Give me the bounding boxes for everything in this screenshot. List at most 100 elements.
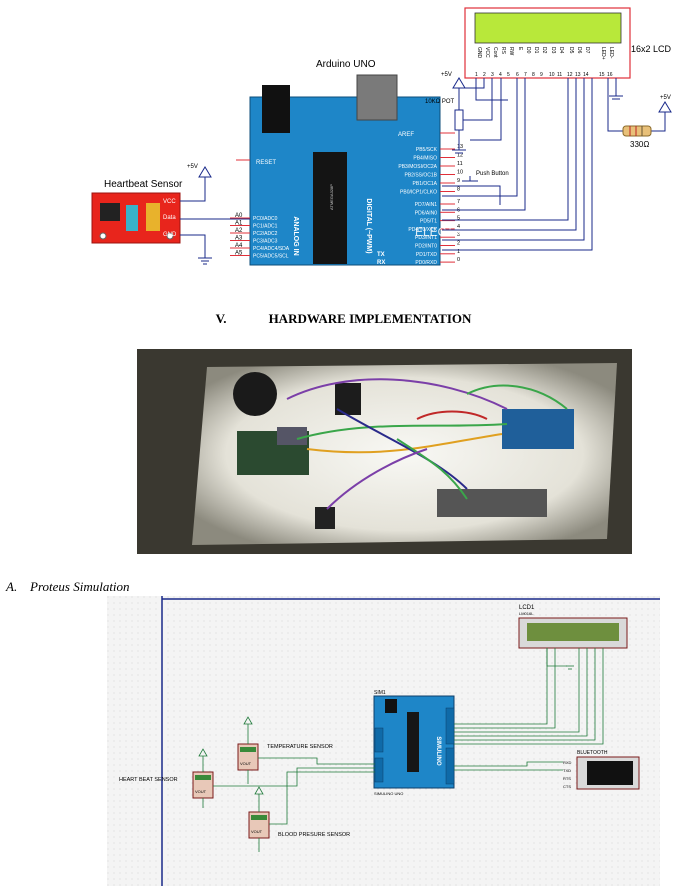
push-button: Push Button [460,171,509,187]
lcd-pin-label: D4 [558,47,564,54]
lcd-pin-label: D5 [568,47,574,54]
lcd-pin-number: 7 [524,72,527,78]
analog-pin-label: A3 [235,236,243,242]
analog-pin-label: A0 [235,213,243,219]
digital-pin-number: 0 [457,257,460,263]
lcd-title: 16x2 LCD [631,44,672,54]
temp-vout-label: VOUT [240,761,252,766]
digital-pin-func: PB0/ICP1/CLKO [400,190,437,196]
bt-pin-cts: CTS [563,784,571,789]
lcd-pin-number: 12 [567,72,573,78]
usb-jack [262,85,290,133]
pushbutton-label: Push Button [476,171,509,177]
digital-pin-func: PB4/MISO [413,156,437,162]
pot-label: 10KΩ POT [425,99,454,105]
digital-pin-number: 7 [457,199,460,205]
digital-pin-func: PD1/TXD [416,252,438,258]
arduino-board: Arduino UNO ATMEGA328P ANALOG IN DIGITAL… [230,59,526,266]
analog-pin-func: PC3/ADC3 [253,239,278,245]
subsection-heading: A.Proteus Simulation [6,579,130,595]
heart-vout-label: VOUT [195,789,207,794]
digital-pin-func: PB3/MOSI/OC2A [398,164,437,170]
lcd-pin-number: 13 [575,72,581,78]
lcd-pin-number: 16 [607,72,613,78]
sensor-pin-gnd: GND [163,232,177,238]
lcd-pin-label: D2 [541,47,547,54]
usb-connector [356,74,398,121]
bt-pin-txd: TXD [563,768,571,773]
resistor-330 [622,125,652,137]
digital-label: DIGITAL (~PWM) [365,198,372,253]
led-vcc-label: +5V [660,95,671,101]
bt-pin-rxd: RXD [563,760,572,765]
sensor-pin-data: Data [163,215,176,221]
digital-pin-func: PB2/SS/OC1B [404,173,437,179]
analog-pin-func: PC4/ADC4/SDA [253,246,290,252]
sensor-vcc-label: +5V [187,164,198,170]
lcd-module: 16x2 LCD GND1VCC2Cont3RS4RW5E6D07D18D29D… [464,7,672,79]
analog-pin-label: A2 [235,228,243,234]
proteus-bluetooth: BLUETOOTH RXD TXD RTS CTS [563,750,640,790]
photo-buzzer [233,372,277,416]
digital-pin-func: PD5/T1 [420,219,437,225]
tx-label: TX [377,252,385,258]
watermark-text: ELECTRONICSHUB [415,225,526,239]
lcd-pin-number: 10 [549,72,555,78]
digital-pin-func: PD3/INT1 [415,235,437,241]
proteus-arduino-brand: SIMULINO [435,736,441,766]
hardware-photo [137,349,632,554]
analog-pin-label: A1 [235,221,243,227]
digital-pin-number: 1 [457,249,460,255]
subsection-letter: A. [6,579,18,594]
proteus-lcd: LCD1 LM016L [518,605,628,649]
analog-in-label: ANALOG IN [292,216,299,255]
digital-pin-number: 4 [457,224,460,230]
digital-pin-func: PD6/AIN0 [415,210,437,216]
lcd-pin-label: RS [500,47,506,55]
bp-sensor-label: BLOOD PRESURE SENSOR [278,832,350,838]
lcd-pin-label: D3 [550,47,556,54]
bp-vout-label: VOUT [251,829,263,834]
proteus-lcd-part: LM016L [519,611,534,616]
bluetooth-label: BLUETOOTH [577,750,608,756]
digital-pin-func: PD2/INT0 [415,244,437,250]
digital-pin-func: PB5/SCK [416,147,438,153]
lcd-pin-label: RW [508,47,514,56]
lcd-pin-label: D0 [525,47,531,54]
proteus-wires [202,648,604,852]
proteus-lcd-ref: LCD1 [519,605,535,611]
circuit-schematic: 16x2 LCD GND1VCC2Cont3RS4RW5E6D07D18D29D… [91,7,672,266]
lcd-pin-label: LED- [608,47,614,59]
digital-pin-number: 9 [457,178,460,184]
digital-pin-number: 10 [457,170,463,176]
lcd-pin-label: Cont [492,47,498,58]
heartbeat-sensor: Heartbeat Sensor VCC Data GND +5V [91,164,250,265]
analog-pin-func: PC1/ADC1 [253,224,278,230]
pot-vcc-label: +5V [441,72,452,78]
digital-pin-number: 3 [457,232,460,238]
digital-pin-func: PD7/AIN1 [415,202,437,208]
lcd-pin-number: 4 [499,72,502,78]
proteus-arduino: SIM1 SIMULINO SIMULINO UNO [373,690,455,796]
lcd-pin-label: D1 [533,47,539,54]
digital-pin-func: PD0/RXD [415,260,437,266]
analog-pin-label: A4 [235,243,243,249]
rx-label: RX [377,260,385,266]
photo-lcd [437,489,547,517]
aref-label: AREF [398,132,414,138]
sensor-pin-vcc: VCC [163,199,176,205]
proteus-arduino-ref: SIM1 [374,690,386,696]
digital-pin-number: 13 [457,144,463,150]
lcd-pin-label: D6 [576,47,582,54]
lcd-pin-number: 6 [516,72,519,78]
digital-pin-number: 2 [457,241,460,247]
lcd-pin-number: 11 [557,72,562,78]
heart-sensor-label: HEART BEAT SENSOR [119,777,178,783]
digital-pin-number: 8 [457,187,460,193]
lcd-pin-number: 15 [599,72,605,78]
bt-pin-rts: RTS [563,776,571,781]
microcontroller-chip [313,152,347,264]
chip-label: ATMEGA328P [329,184,334,210]
lcd-pin-label: D7 [584,47,590,54]
